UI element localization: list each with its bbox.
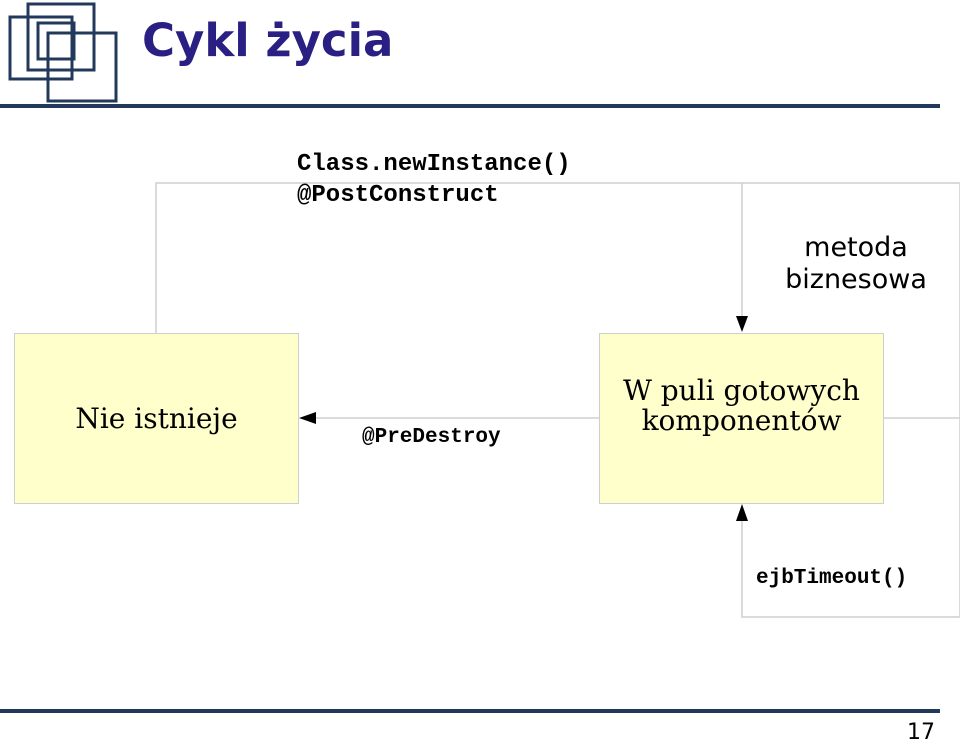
ejbtimeout-loop-line xyxy=(741,418,960,618)
label-predestroy: @PreDestroy xyxy=(362,426,501,449)
label-class-newinstance: Class.newInstance() xyxy=(297,151,571,178)
state-nie-istnieje-label: Nie istnieje xyxy=(75,401,238,435)
label-postconstruct: @PostConstruct xyxy=(297,182,499,209)
title-rule xyxy=(0,104,940,108)
label-metoda-biznesowa: metoda biznesowa xyxy=(785,232,927,296)
label-ejbtimeout: ejbTimeout() xyxy=(756,567,908,590)
ejbtimeout-arrowhead xyxy=(736,504,748,521)
page-number: 17 xyxy=(907,720,935,745)
state-w-puli: W puli gotowych komponentów xyxy=(599,333,884,504)
state-nie-istnieje: Nie istnieje xyxy=(14,333,299,504)
state-w-puli-label: W puli gotowych komponentów xyxy=(623,373,860,437)
footer-rule xyxy=(0,709,940,713)
slide-title: Cykl życia xyxy=(142,14,394,67)
logo-squares-icon xyxy=(8,2,118,103)
business-method-loop-line xyxy=(742,182,960,419)
create-transition-line xyxy=(155,182,742,333)
predestroy-arrowhead xyxy=(299,412,316,424)
business-method-arrowhead xyxy=(736,316,748,332)
